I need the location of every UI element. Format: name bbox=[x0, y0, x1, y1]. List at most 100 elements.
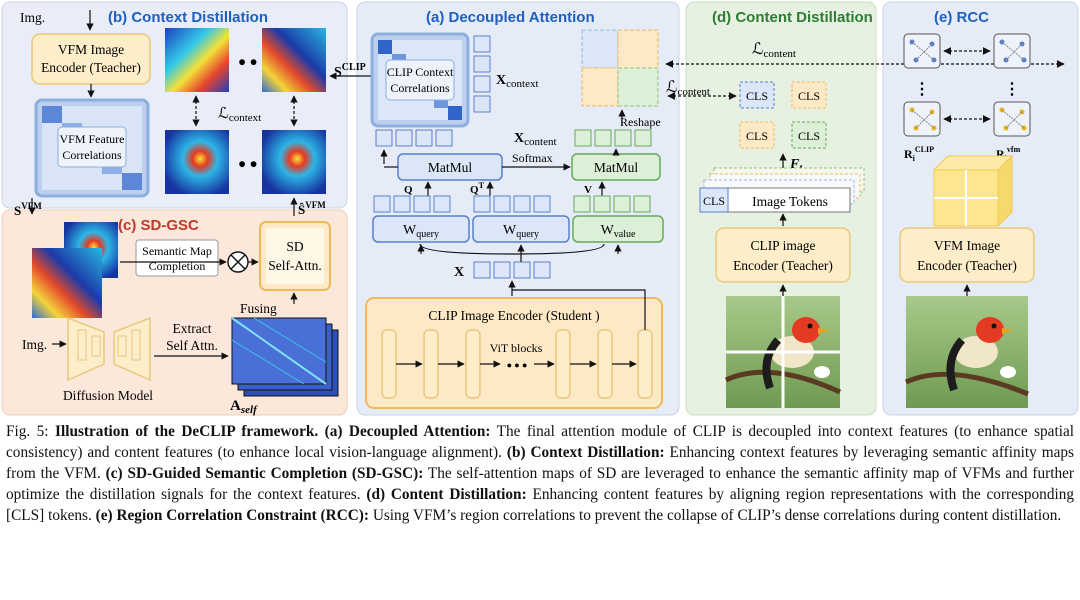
img-label-c: Img. bbox=[22, 337, 47, 352]
dots-b-top: ● ● ● bbox=[238, 54, 269, 69]
smc-line1: Semantic Map bbox=[142, 244, 212, 258]
w-query-right-label: Wquery bbox=[503, 223, 539, 240]
panel-e-title: (e) RCC bbox=[934, 9, 989, 26]
image-tokens-stack bbox=[699, 167, 865, 213]
caption-a-label: (a) Decoupled Attention: bbox=[324, 423, 491, 440]
diffusion-model-label: Diffusion Model bbox=[63, 388, 153, 403]
panel-b-title: (b) Context Distillation bbox=[108, 9, 268, 26]
cls-4: CLS bbox=[798, 129, 820, 143]
clip-student-label: CLIP Image Encoder (Student ) bbox=[428, 308, 599, 323]
cls-3: CLS bbox=[746, 129, 768, 143]
caption-a-text: The final attention module of CLIP is de… bbox=[6, 423, 1075, 461]
w-query-left bbox=[372, 215, 470, 243]
img-label-b: Img. bbox=[20, 10, 45, 25]
clip-context-correlations: CLIP Context Correlations bbox=[370, 32, 470, 128]
sd-self-attn-block: SD Self-Attn. bbox=[259, 221, 331, 291]
v-label: V bbox=[584, 184, 592, 196]
x-content-label: Xcontent bbox=[514, 131, 557, 148]
ellipsis-right: ⋮ bbox=[1004, 81, 1020, 98]
extract-line1: Extract bbox=[173, 321, 212, 336]
softmax-label: Softmax bbox=[512, 151, 553, 165]
vfm-feature-cube bbox=[932, 154, 1014, 228]
caption-d-text: Enhancing content features by aligning r… bbox=[6, 486, 1075, 524]
heatmap-vfm-1 bbox=[165, 130, 229, 194]
bird-image-cropped bbox=[724, 296, 842, 408]
cls-tokens-grid bbox=[739, 81, 827, 149]
w-query-left-label: Wquery bbox=[403, 223, 439, 240]
caption-c-text: The self-attention maps of SD are levera… bbox=[6, 465, 1074, 503]
panel-c-title: (c) SD-GSC bbox=[118, 217, 199, 234]
x-input-label: X bbox=[454, 265, 464, 280]
framework-diagram: (b) Context Distillation (a) Decoupled A… bbox=[1, 1, 1079, 416]
caption-title: Illustration of the DeCLIP framework. bbox=[55, 423, 319, 440]
heatmap-clip-2 bbox=[262, 28, 326, 92]
heatmap-vfm-2 bbox=[262, 130, 326, 194]
x-context-tokens bbox=[473, 35, 491, 113]
vfm-encoder-teacher-e bbox=[899, 227, 1035, 283]
clip-encoder-teacher bbox=[715, 227, 851, 283]
a-self-stack bbox=[231, 317, 339, 397]
vit-dots: ● ● ● bbox=[507, 360, 528, 370]
reshape-output bbox=[581, 29, 659, 107]
x-context-label: Xcontext bbox=[496, 73, 539, 90]
caption-d-label: (d) Content Distillation: bbox=[366, 486, 527, 503]
heatmap-clip-1 bbox=[165, 28, 229, 92]
semantic-map-completion-box bbox=[135, 239, 219, 277]
s-hat-vfm-label: ŜVFM bbox=[298, 200, 326, 217]
q-tokens bbox=[373, 195, 651, 213]
image-tokens-label: Image Tokens bbox=[752, 194, 828, 209]
matmul-left-label: MatMul bbox=[428, 160, 473, 175]
s-clip-label: SCLIP bbox=[334, 62, 366, 80]
otimes-icon bbox=[227, 251, 249, 273]
extract-line2: Self Attn. bbox=[166, 338, 218, 353]
cc-line1: CLIP Context bbox=[387, 65, 454, 79]
cc-line2: Correlations bbox=[390, 81, 450, 95]
a-self-label: Aself bbox=[230, 398, 258, 416]
panel-a-title: (a) Decoupled Attention bbox=[426, 9, 595, 26]
caption-e-text: Using VFM’s region correlations to preve… bbox=[372, 507, 1062, 524]
w-value-label: Wvalue bbox=[601, 223, 636, 240]
vfm-corr-line2: Correlations bbox=[62, 148, 122, 162]
r-clip-label: RiCLIP bbox=[904, 145, 934, 163]
vfm-feature-correlations: VFM Feature Correlations bbox=[34, 98, 150, 198]
sd-line2: Self-Attn. bbox=[268, 258, 322, 273]
cls-2: CLS bbox=[798, 89, 820, 103]
vfm-e-line1: VFM Image bbox=[934, 238, 1000, 253]
x-input-tokens bbox=[473, 261, 551, 279]
panel-d-title: (d) Content Distillation bbox=[712, 9, 873, 26]
clip-teacher-line1: CLIP image bbox=[750, 238, 815, 253]
vit-blocks-label: ViT blocks bbox=[490, 341, 543, 355]
w-query-right bbox=[472, 215, 570, 243]
fusing-label: Fusing bbox=[240, 301, 277, 316]
caption-e-label: (e) Region Correlation Constraint (RCC): bbox=[95, 507, 369, 524]
caption-fig: Fig. 5: bbox=[6, 423, 49, 440]
vfm-encoder-line1: VFM Image bbox=[58, 42, 124, 57]
caption-b-text: Enhancing context features by leveraging… bbox=[6, 444, 1075, 482]
sd-line1: SD bbox=[286, 239, 304, 254]
figure-caption: Fig. 5: Illustration of the DeCLIP frame… bbox=[6, 421, 1074, 526]
clip-teacher-line2: Encoder (Teacher) bbox=[733, 258, 833, 273]
cls-token: CLS bbox=[703, 194, 725, 208]
vfm-e-line2: Encoder (Teacher) bbox=[917, 258, 1017, 273]
smc-line2: Completion bbox=[149, 259, 206, 273]
l-context-label: ℒcontext bbox=[218, 106, 261, 124]
q-label: Q bbox=[404, 184, 413, 196]
rcc-graphs bbox=[903, 33, 1031, 137]
bird-image-full bbox=[904, 296, 1029, 408]
dots-b-bottom: ● ● ● bbox=[238, 156, 269, 171]
matmul-right-label: MatMul bbox=[594, 160, 639, 175]
w-value bbox=[572, 215, 664, 243]
l-content-top: ℒcontent bbox=[752, 41, 796, 60]
vfm-encoder-line2: Encoder (Teacher) bbox=[41, 60, 141, 75]
cls-1: CLS bbox=[746, 89, 768, 103]
qt-label: QT bbox=[470, 181, 485, 196]
ellipsis-left: ⋮ bbox=[914, 81, 930, 98]
caption-c-label: (c) SD-Guided Semantic Completion (SD-GS… bbox=[105, 465, 424, 482]
caption-b-label: (b) Context Distillation: bbox=[506, 444, 665, 461]
vfm-corr-line1: VFM Feature bbox=[60, 132, 125, 146]
diffusion-model-unet bbox=[67, 316, 151, 382]
clip-encoder-student: CLIP Image Encoder (Student ) ViT blocks… bbox=[365, 297, 663, 409]
qk-tokens bbox=[375, 129, 453, 147]
reshape-label: Reshape bbox=[620, 115, 661, 129]
heatmap-c-2 bbox=[32, 248, 102, 318]
